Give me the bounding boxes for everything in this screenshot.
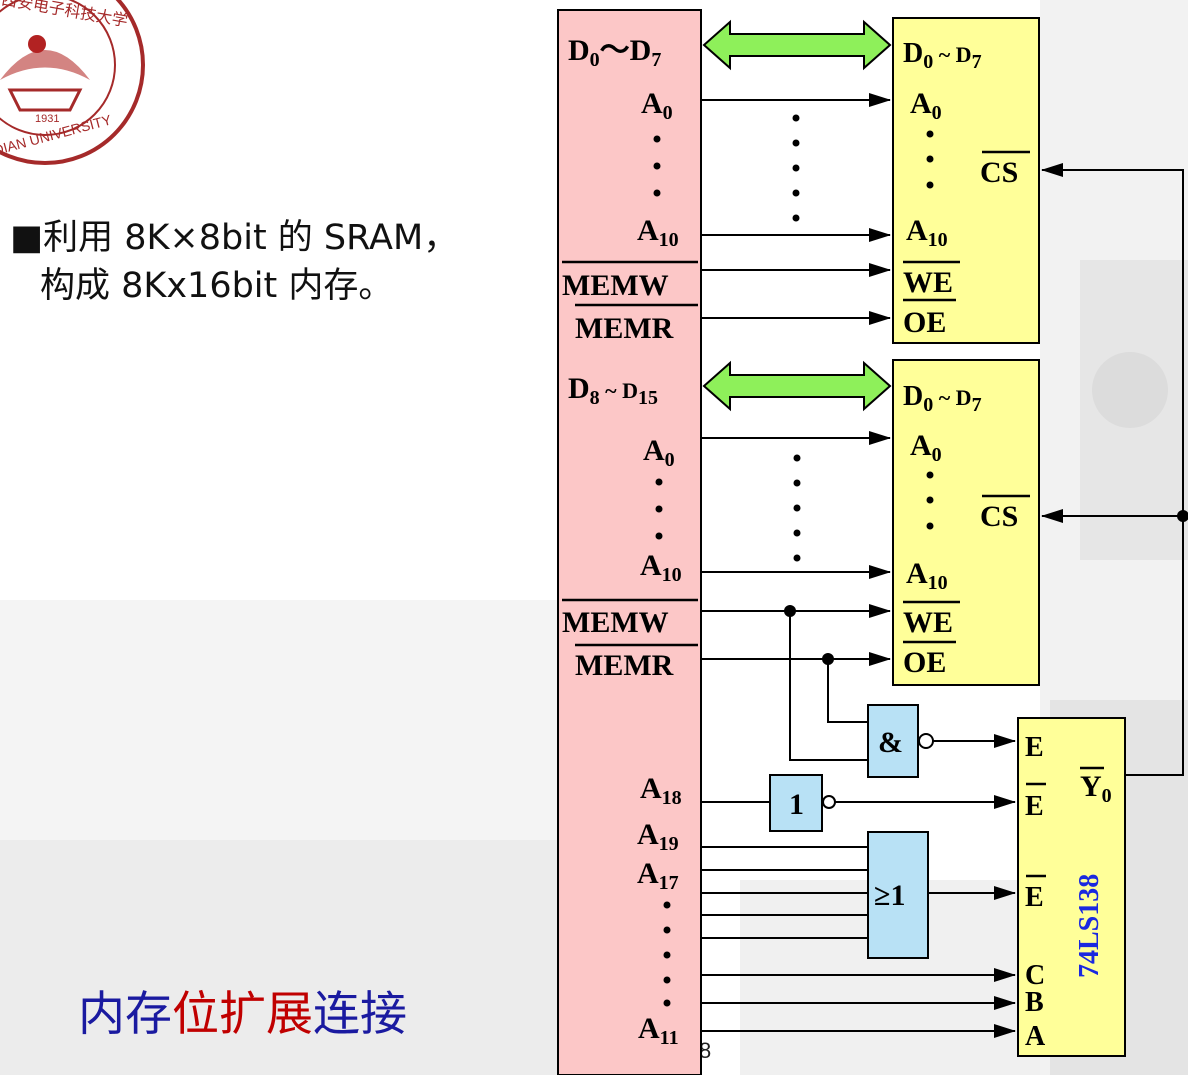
caption-part-1: 内存: [78, 987, 172, 1042]
bus-label-memw-2: MEMW: [562, 606, 669, 639]
bullet-text: ■利用 8K×8bit 的 SRAM， 构成 8Kx16bit 内存。: [10, 214, 458, 310]
junction-memw: [784, 605, 796, 617]
bullet-line-1-text: 利用 8K×8bit 的 SRAM，: [43, 218, 459, 258]
logo-year: 1931: [35, 113, 59, 125]
data-bus-arrow-high: [702, 360, 892, 412]
chip1-label-d: D0 ~ D7: [903, 38, 982, 73]
bus-label-a10-2: A10: [640, 549, 682, 586]
university-seal-logo: 1931 XIDIAN UNIVERSITY 西安电子科技大学: [0, 0, 145, 165]
system-bus: [557, 9, 702, 1075]
caption-part-3: 连接: [313, 987, 407, 1042]
chip1-label-a10: A10: [906, 214, 948, 251]
chip1-label-we: WE: [903, 266, 953, 299]
bullet-line-2: 构成 8Kx16bit 内存。: [40, 266, 394, 306]
chip1-label-a0: A0: [910, 87, 942, 124]
chip1-label-oe: OE: [903, 306, 946, 339]
not-gate-bubble: [822, 795, 836, 809]
slide-caption: 内存位扩展连接: [78, 975, 407, 1044]
and-gate-label: &: [878, 726, 903, 759]
bus-label-a0-2: A0: [643, 434, 675, 471]
chip2-label-a0: A0: [910, 429, 942, 466]
chip2-label-d: D0 ~ D7: [903, 381, 982, 416]
wiring-dots-chip2: [793, 454, 801, 562]
bus-label-a17: A17: [637, 857, 679, 894]
page-number: 8: [699, 1038, 712, 1063]
decoder-label-ebar-1: E: [1025, 791, 1044, 822]
chip2-label-oe: OE: [903, 646, 946, 679]
sram-chip-2: [892, 359, 1040, 686]
and-gate-bubble: [918, 733, 934, 749]
not-gate-label: 1: [789, 788, 804, 821]
decoder-label-b: B: [1025, 987, 1044, 1018]
wiring-dots-chip1: [792, 114, 800, 222]
wire-memw-tap: [789, 611, 868, 761]
bus-label-a10-1: A10: [637, 214, 679, 251]
bus-label-d8-d15: D8 ~ D15: [568, 372, 658, 409]
decoder-label-a: A: [1025, 1021, 1046, 1052]
decoder-chip: [1017, 717, 1126, 1057]
chip2-label-cs: CS: [980, 500, 1018, 533]
bus-label-d0-d7: D0～D7: [568, 34, 661, 71]
junction-memr: [822, 653, 834, 665]
junction-y0: [1177, 510, 1188, 522]
decoder-name: 74LS138: [1074, 874, 1105, 978]
or-gate: [867, 831, 929, 959]
bus-label-a18: A18: [640, 772, 682, 809]
wire-y0-feedback: [1041, 163, 1184, 776]
decoder-label-y0: Y0: [1080, 770, 1112, 807]
bullet-line-1: ■利用 8K×8bit 的 SRAM，: [10, 214, 458, 262]
chip2-label-a10: A10: [906, 557, 948, 594]
chip1-label-cs: CS: [980, 156, 1018, 189]
bus-dots: [653, 135, 671, 1007]
caption-part-2: 位扩展: [172, 987, 313, 1042]
chip-dots: [926, 130, 934, 530]
bus-label-a0-1: A0: [641, 87, 673, 124]
bus-label-memw-1: MEMW: [562, 269, 669, 302]
wire-memr-tap: [827, 659, 868, 723]
sram-chip-1: [892, 17, 1040, 344]
data-bus-arrow-low: [702, 19, 892, 71]
or-gate-label: ≥1: [874, 879, 905, 912]
decoder-label-ebar-2: E: [1025, 882, 1044, 913]
decoder-label-c: C: [1025, 960, 1045, 991]
bus-label-memr-1: MEMR: [575, 312, 674, 345]
bus-label-a11: A11: [638, 1012, 679, 1049]
bullet-square-icon: ■: [10, 218, 44, 258]
chip2-label-we: WE: [903, 606, 953, 639]
bus-label-memr-2: MEMR: [575, 649, 674, 682]
decoder-label-e: E: [1025, 732, 1044, 763]
bus-label-a19: A19: [637, 818, 679, 855]
and-gate: [867, 704, 919, 778]
